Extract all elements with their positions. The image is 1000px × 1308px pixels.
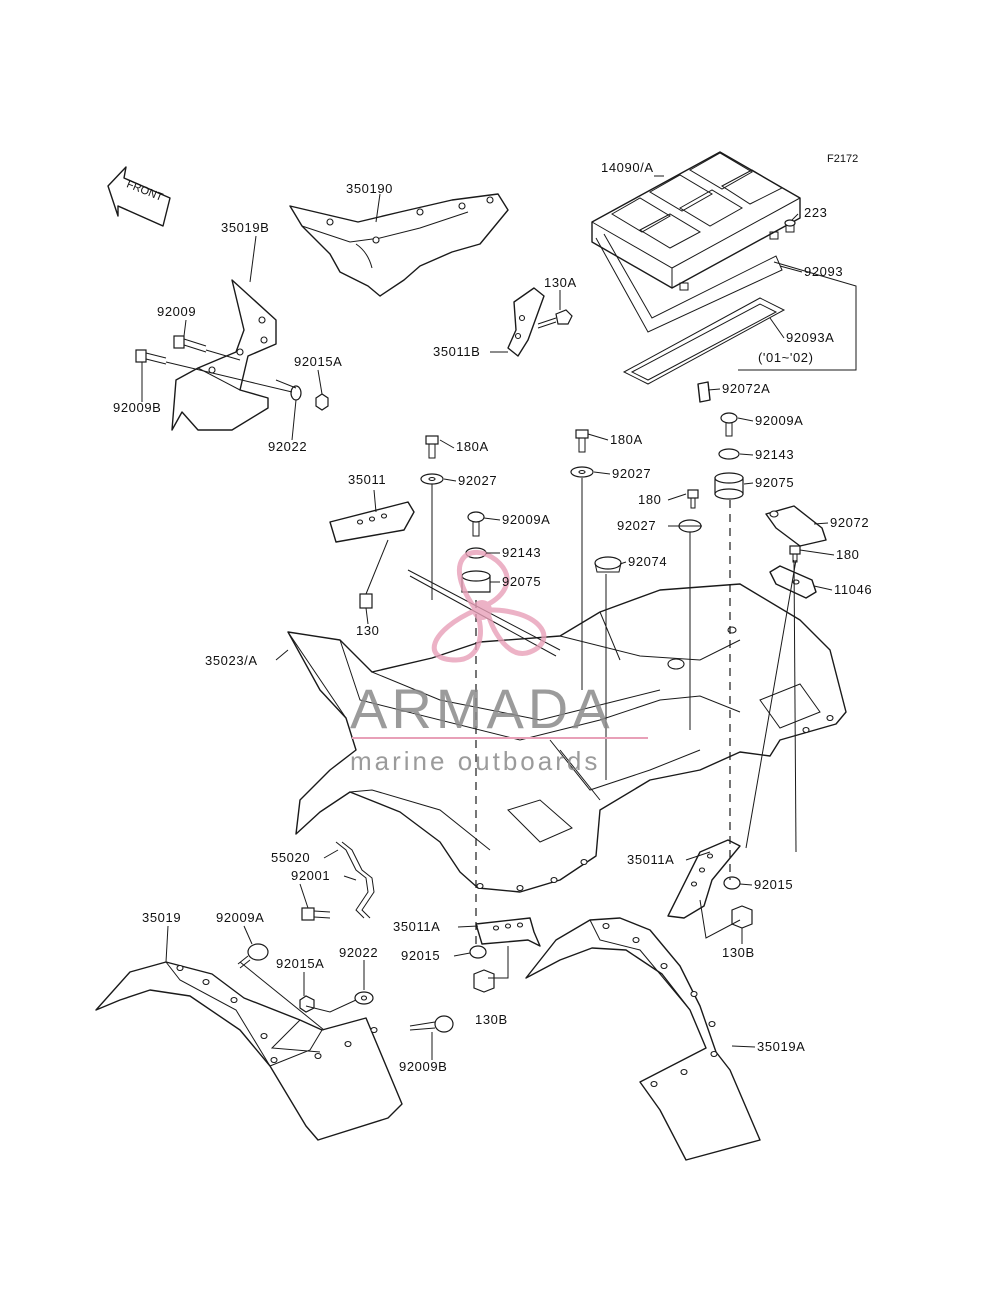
part-label: 92009: [157, 304, 196, 319]
bracket-35011a-right: [667, 839, 741, 919]
clip-92072: [765, 505, 827, 547]
part-label: 92022: [339, 945, 378, 960]
grommet-92075-right: [714, 472, 744, 500]
bolt-223: [784, 219, 796, 233]
part-label: 92072: [830, 515, 869, 530]
bolt-130b-center: [473, 969, 495, 993]
nut-92015a: [315, 393, 329, 411]
part-label: 92072A: [722, 381, 770, 396]
part-label: 223: [804, 205, 828, 220]
front-arrow-icon: FRONT: [107, 166, 171, 227]
part-label: 180A: [610, 432, 643, 447]
washer-92027-left: [420, 473, 444, 485]
mudguard-35019a: [525, 917, 761, 1161]
part-label: 35019B: [221, 220, 269, 235]
clip-92072a: [697, 381, 711, 403]
part-label: 14090/A: [601, 160, 654, 175]
plug-92074: [594, 556, 622, 573]
watermark-tagline: marine outboards: [350, 746, 600, 776]
bolt-130a: [537, 309, 573, 329]
bolt-180-mid: [687, 489, 699, 509]
label-leaders: [141, 175, 835, 1060]
seal-92093a: [622, 297, 786, 385]
part-label: 35019A: [757, 1039, 805, 1054]
part-label: 92075: [755, 475, 794, 490]
part-label: 92022: [268, 439, 307, 454]
part-label: 92015A: [276, 956, 324, 971]
part-label: 92093A: [786, 330, 834, 345]
bracket-35011: [329, 501, 415, 543]
part-label: 92001: [291, 868, 330, 883]
bolt-92009a-center: [467, 511, 485, 537]
part-label: 130B: [722, 945, 755, 960]
part-label: 92143: [502, 545, 541, 560]
part-label: 92027: [617, 518, 656, 533]
bolt-130b-right: [731, 905, 753, 929]
bolt-180a-right: [575, 429, 589, 453]
part-label: 92015A: [294, 354, 342, 369]
bolt-92009: [173, 335, 207, 353]
part-label: 180: [638, 492, 662, 507]
part-label: 92009A: [502, 512, 550, 527]
rod-55020: [335, 841, 375, 919]
washer-92027-right: [570, 466, 594, 478]
figure-code: F2172: [827, 153, 858, 165]
bolt-130: [359, 539, 389, 609]
part-label: 130B: [475, 1012, 508, 1027]
washer-92022-left: [354, 991, 374, 1005]
part-labels: 14090/A 223 92093 92093A ('01~'02) 92072…: [113, 160, 872, 1074]
bolt-180a-left: [425, 435, 439, 459]
part-label: 180: [836, 547, 860, 562]
part-label: 92009B: [113, 400, 161, 415]
part-label: 180A: [456, 439, 489, 454]
part-label: 350190: [346, 181, 393, 196]
grommet-92075-center: [461, 570, 491, 593]
washer-92143-right: [718, 448, 740, 460]
nut-92015a-left: [299, 995, 315, 1013]
bracket-35011b: [507, 287, 545, 357]
nut-92015-right: [723, 876, 741, 890]
part-label: 92009B: [399, 1059, 447, 1074]
guard-350190: [289, 193, 509, 297]
part-label: 130: [356, 623, 380, 638]
propeller-logo-icon: [431, 549, 547, 663]
watermark: ARMADA marine outboards: [350, 549, 648, 776]
part-label: 35011B: [433, 344, 480, 359]
bracket-11046: [769, 565, 817, 599]
part-label: 92093: [804, 264, 843, 279]
bolt-92009b-left: [409, 1015, 454, 1033]
part-label: 11046: [834, 582, 872, 597]
bolt-180-right: [789, 545, 801, 563]
part-label: 35011A: [393, 919, 440, 934]
bolt-92001: [301, 907, 331, 921]
part-label: 92009A: [216, 910, 264, 925]
part-label: 92027: [612, 466, 651, 481]
part-label: 92015: [401, 948, 440, 963]
bolt-92009b: [135, 349, 167, 365]
carrier-14090: [591, 151, 801, 291]
part-label: 130A: [544, 275, 577, 290]
bolt-92009a-left: [237, 943, 269, 969]
part-label: 92075: [502, 574, 541, 589]
part-label: 35019: [142, 910, 181, 925]
nut-92015-center: [469, 945, 487, 959]
part-label: 35011A: [627, 852, 674, 867]
watermark-brand: ARMADA: [350, 677, 614, 740]
mudguard-35019b: [171, 279, 277, 431]
part-label: 35023/A: [205, 653, 258, 668]
part-label: 92027: [458, 473, 497, 488]
part-label: 92015: [754, 877, 793, 892]
mudguard-35019: [95, 961, 403, 1141]
washer-92022: [290, 385, 302, 401]
part-label: 35011: [348, 472, 386, 487]
part-label: ('01~'02): [758, 350, 814, 365]
bracket-35011a-center: [475, 917, 541, 947]
bolt-92009a-right: [720, 412, 738, 437]
part-label: 55020: [271, 850, 310, 865]
part-label: 92009A: [755, 413, 803, 428]
part-label: 92143: [755, 447, 794, 462]
part-label: 92074: [628, 554, 667, 569]
